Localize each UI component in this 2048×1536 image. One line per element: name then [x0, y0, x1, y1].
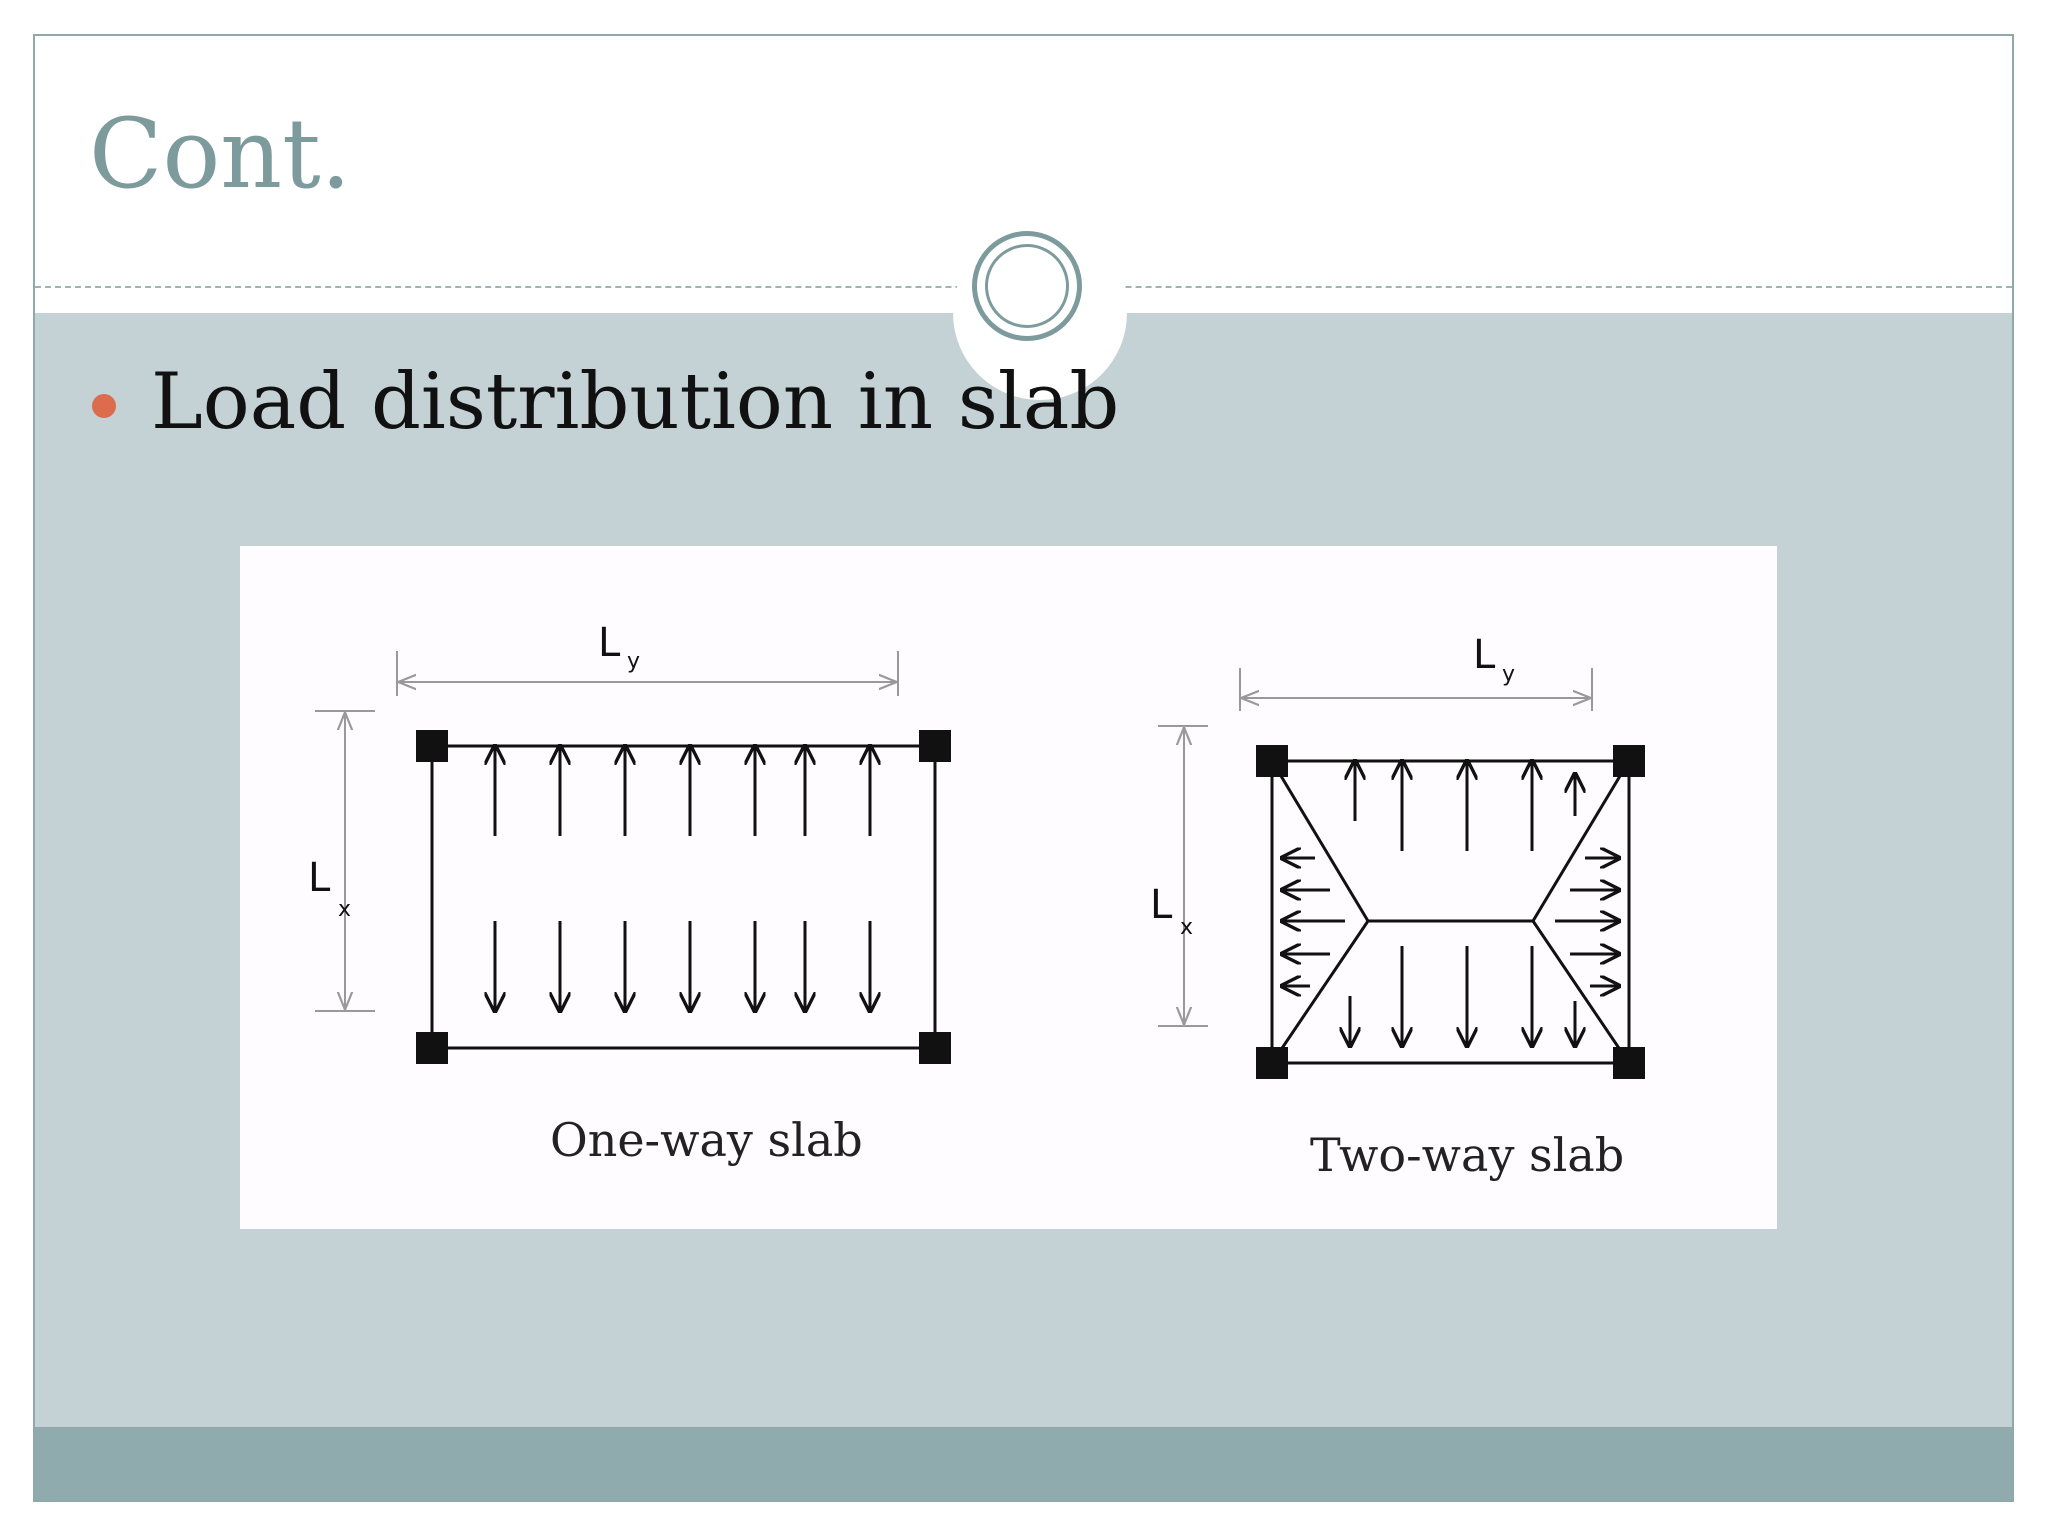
slab-diagram-svg: L y L x [308, 620, 1645, 1182]
two-way-caption: Two-way slab [1310, 1128, 1624, 1182]
load-arrows-down [495, 921, 870, 1011]
two-way-slab: L y L x [1150, 632, 1645, 1182]
bullet-dot [92, 394, 116, 418]
column-support [919, 1032, 951, 1064]
load-arrows-up [495, 746, 870, 836]
lx-subscript: x [1180, 915, 1193, 940]
one-way-slab: L y L x [308, 620, 951, 1167]
lx-subscript: x [338, 897, 351, 922]
ly-label: L [598, 620, 621, 666]
yield-lines [1270, 760, 1631, 1064]
two-way-slab-outline [1270, 759, 1631, 1065]
one-way-slab-outline [430, 744, 937, 1050]
ly-label: L [1473, 632, 1496, 678]
divider-ring-icon [972, 231, 1082, 341]
column-support [1256, 1047, 1288, 1079]
load-arrows-down [1350, 946, 1575, 1046]
ly-subscript: y [627, 649, 640, 674]
lx-label: L [1150, 882, 1173, 928]
load-arrows-left [1282, 858, 1345, 986]
column-support [919, 730, 951, 762]
column-support [1256, 745, 1288, 777]
load-arrows-up [1355, 761, 1575, 851]
ly-subscript: y [1502, 662, 1515, 687]
bullet-text: Load distribution in slab [151, 357, 1120, 447]
slide-title: Cont. [89, 98, 352, 210]
lx-label: L [308, 855, 331, 901]
column-support [416, 730, 448, 762]
column-support [1613, 745, 1645, 777]
footer-band [35, 1427, 2012, 1500]
column-support [416, 1032, 448, 1064]
load-arrows-right [1555, 858, 1619, 986]
slab-figure: L y L x [240, 546, 1777, 1229]
column-support [1613, 1047, 1645, 1079]
one-way-caption: One-way slab [550, 1113, 863, 1167]
slide: Cont. Load distribution in slab L [33, 34, 2014, 1502]
